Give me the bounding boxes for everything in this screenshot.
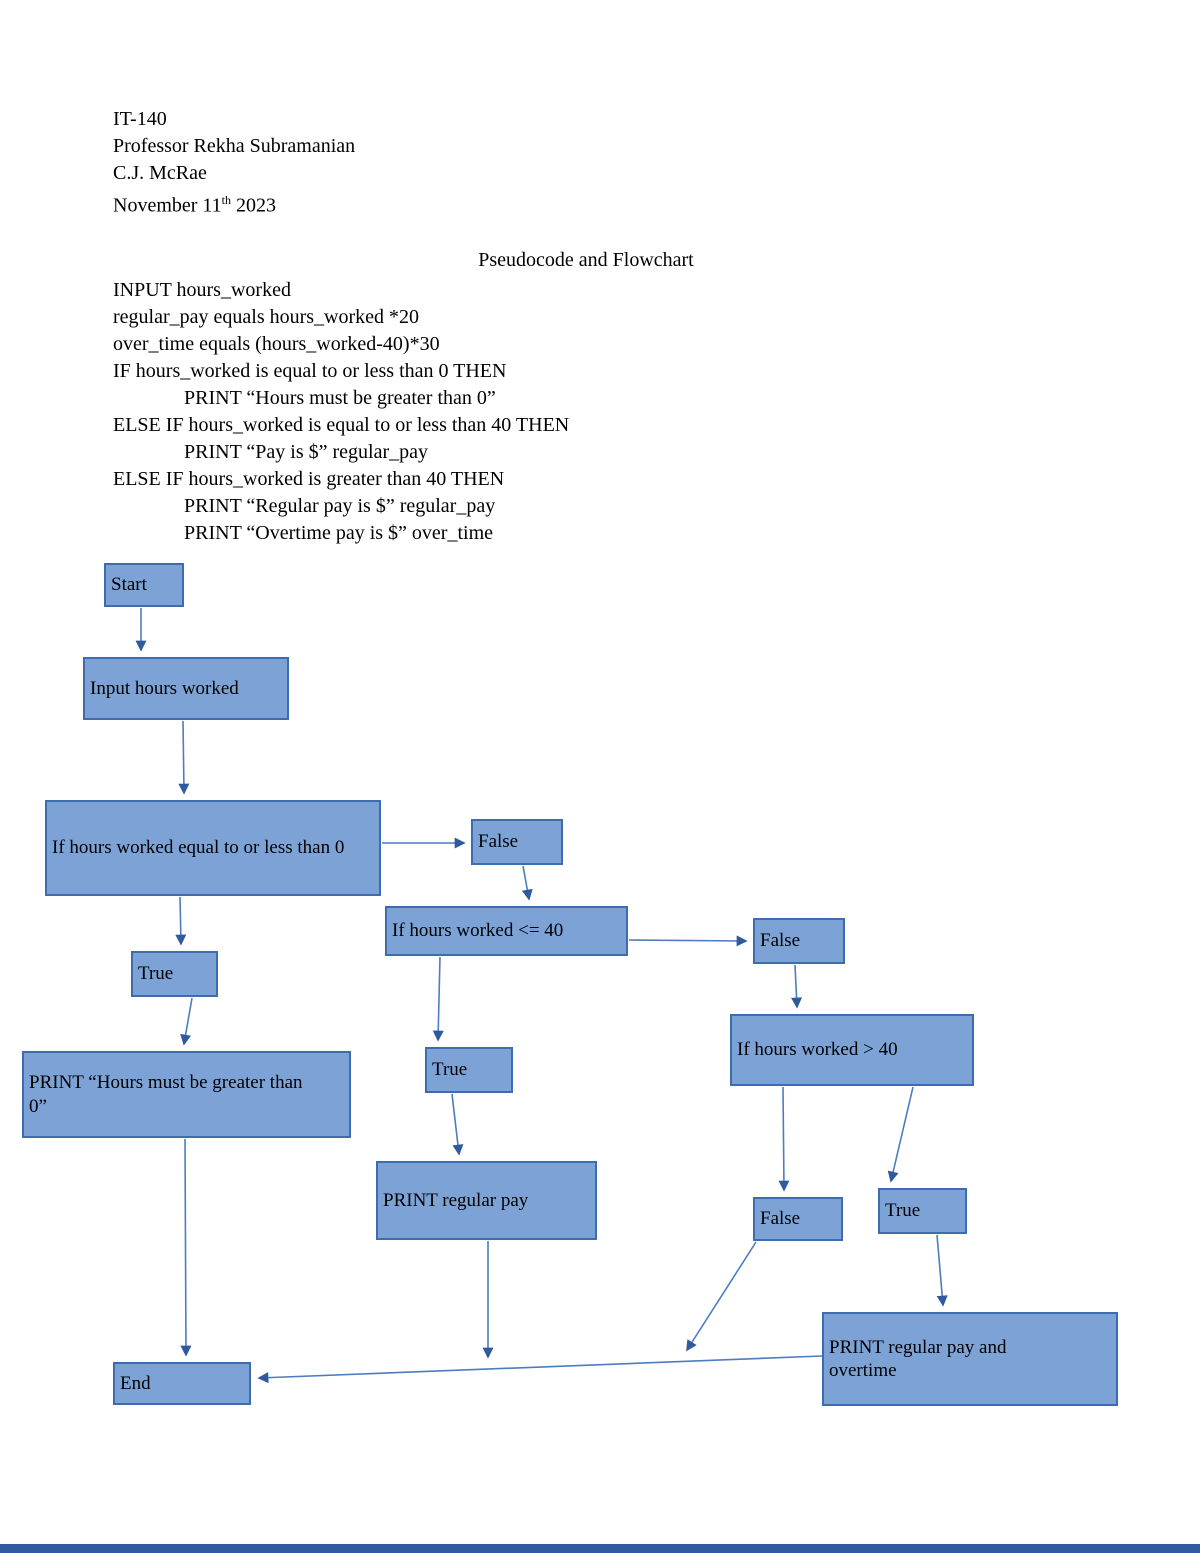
- arrow-true3-to-print3: [936, 1234, 948, 1307]
- node-label: PRINT “Hours must be greater than 0”: [29, 1072, 303, 1117]
- arrow-decision3-to-true3: [887, 1086, 914, 1183]
- arrow-input-to-decision1: [178, 720, 190, 795]
- node-label: False: [760, 1208, 801, 1230]
- doc-header: IT-140 Professor Rekha Subramanian C.J. …: [113, 106, 355, 220]
- doc-professor: Professor Rekha Subramanian: [113, 135, 356, 157]
- pseudocode-line: ELSE IF hours_worked is greater than 40 …: [113, 468, 505, 490]
- arrow-true2-to-print2: [451, 1093, 464, 1156]
- node-label: True: [432, 1059, 468, 1081]
- doc-author: C.J. McRae: [113, 162, 207, 184]
- pseudocode-line: over_time equals (hours_worked-40)*30: [113, 333, 440, 355]
- pseudocode-line: PRINT “Pay is $” regular_pay: [184, 441, 429, 463]
- arrow-false2-to-decision3: [791, 964, 803, 1009]
- flowchart-node-input: Input hours worked: [83, 657, 289, 720]
- node-label: False: [760, 930, 801, 952]
- arrow-false3-to-join: [686, 1241, 757, 1352]
- pseudocode-block: INPUT hours_worked regular_pay equals ho…: [113, 277, 569, 547]
- node-label: True: [138, 963, 174, 985]
- arrow-decision1-to-true1: [175, 896, 187, 946]
- flowchart-node-start: Start: [104, 563, 184, 607]
- pseudocode-line: PRINT “Regular pay is $” regular_pay: [184, 495, 496, 517]
- arrow-decision2-to-true2: [432, 956, 444, 1042]
- pseudocode-line: regular_pay equals hours_worked *20: [113, 306, 420, 328]
- node-label: Input hours worked: [90, 677, 239, 699]
- flowchart-node-print1: PRINT “Hours must be greater than 0”: [22, 1051, 351, 1138]
- arrow-decision3-to-false3: [778, 1086, 790, 1192]
- node-label: If hours worked > 40: [737, 1039, 898, 1061]
- flowchart-node-decision1: If hours worked equal to or less than 0: [45, 800, 381, 896]
- doc-date: November 11th 2023: [113, 193, 277, 217]
- flowchart-node-decision3: If hours worked > 40: [730, 1014, 974, 1086]
- pseudocode-line: ELSE IF hours_worked is equal to or less…: [113, 414, 570, 436]
- arrow-print3-to-end: [257, 1355, 823, 1384]
- arrow-print1-to-end: [180, 1138, 192, 1357]
- doc-course: IT-140: [113, 108, 167, 130]
- flowchart-node-decision2: If hours worked <= 40: [385, 906, 628, 956]
- flowchart-node-true3: True: [878, 1188, 967, 1234]
- pseudocode-line: PRINT “Overtime pay is $” over_time: [184, 522, 494, 544]
- node-label: False: [478, 831, 519, 853]
- flowchart-node-print2: PRINT regular pay: [376, 1161, 597, 1240]
- page-bottom-bar: [0, 1544, 1200, 1553]
- flowchart-node-print3: PRINT regular pay and overtime: [822, 1312, 1118, 1406]
- node-label: PRINT regular pay and overtime: [829, 1336, 1007, 1381]
- node-label: End: [120, 1372, 151, 1394]
- pseudocode-line: PRINT “Hours must be greater than 0”: [184, 387, 496, 409]
- node-label: Start: [111, 574, 147, 596]
- pseudocode-line: INPUT hours_worked: [113, 279, 291, 301]
- flowchart-node-true2: True: [425, 1047, 513, 1093]
- node-label: True: [885, 1200, 921, 1222]
- date-ordinal-superscript: th: [221, 193, 232, 207]
- flowchart-node-false3: False: [753, 1197, 843, 1241]
- flowchart-node-end: End: [113, 1362, 251, 1405]
- node-label: PRINT regular pay: [383, 1189, 529, 1211]
- flowchart-node-false1: False: [471, 819, 563, 865]
- pseudocode-line: IF hours_worked is equal to or less than…: [113, 360, 507, 382]
- flowchart-node-false2: False: [753, 918, 845, 964]
- flowchart-node-true1: True: [131, 951, 218, 997]
- arrow-false1-to-decision2: [521, 865, 533, 901]
- node-label: If hours worked equal to or less than 0: [52, 837, 345, 859]
- node-label: If hours worked <= 40: [392, 920, 564, 942]
- page-title: Pseudocode and Flowchart: [478, 249, 694, 271]
- arrow-true1-to-print1: [180, 997, 193, 1046]
- arrow-decision2-to-false2: [628, 935, 748, 947]
